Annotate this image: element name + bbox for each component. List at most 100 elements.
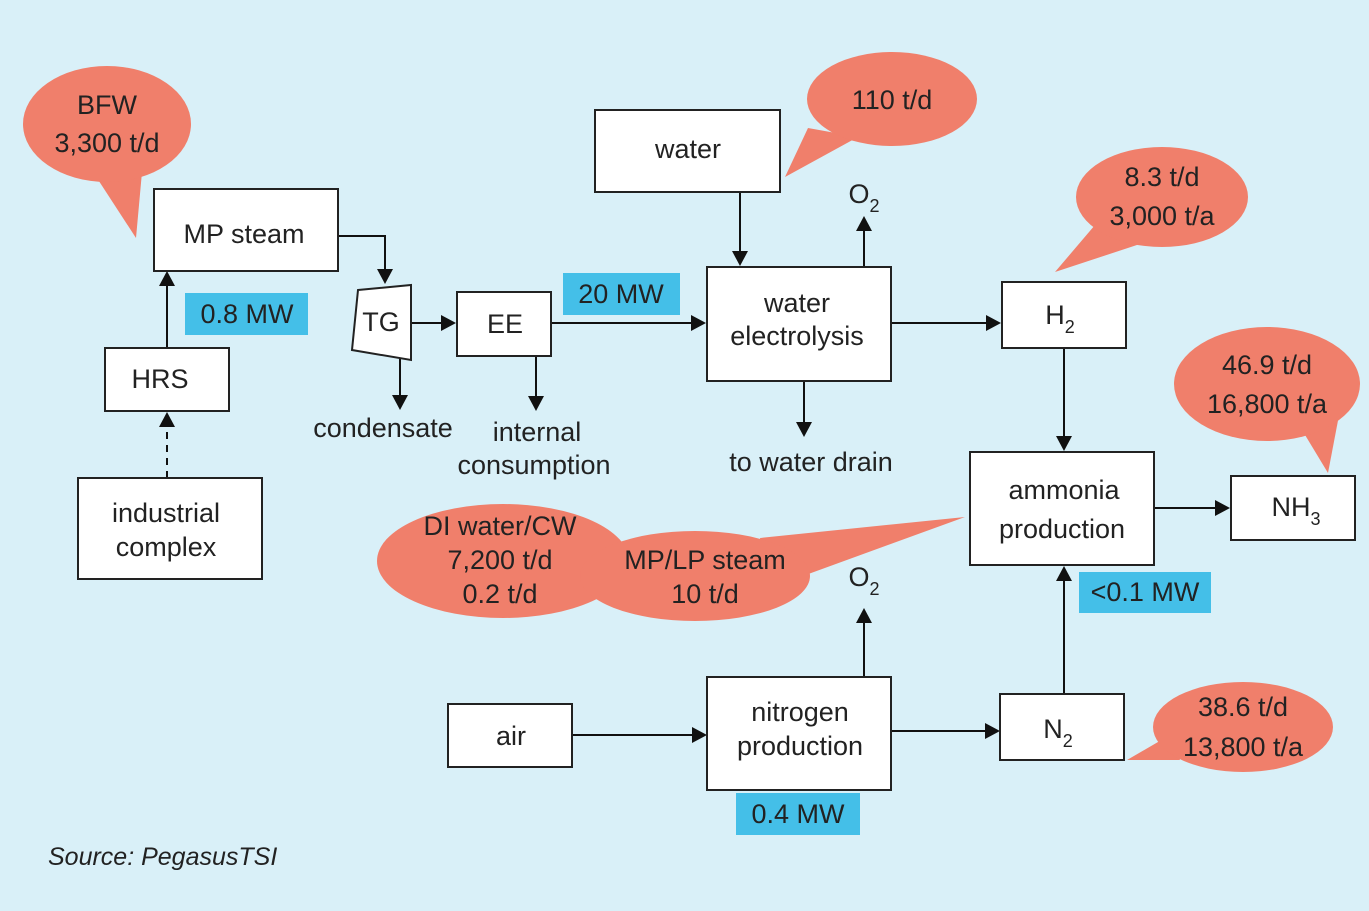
node-nitrogen-production: nitrogen production [706,676,892,791]
arrowhead-o2-bottom [856,608,872,623]
node-h2-label: H2 [1045,300,1075,337]
power-label-nitrogen-bg [736,793,860,835]
node-water-label: water [654,134,721,164]
node-industrial-complex: industrial complex [77,477,263,580]
callout-steam-line2: 10 t/d [671,579,739,609]
arrowhead-internal [528,396,544,411]
arrowhead-ee-left [441,315,456,331]
arrowhead-nitrogen-left [692,727,707,743]
node-h2-sub: 2 [1065,317,1075,337]
arrowhead-electrolysis-top [732,251,748,266]
node-mp-steam: MP steam [153,188,339,272]
output-o2-bottom: O2 [848,562,879,599]
node-air-label: air [496,721,526,751]
callout-water-body [807,52,977,146]
node-h2: H2 [1001,281,1127,349]
callout-bfw-line2: 3,300 t/d [54,128,159,158]
node-water: water [594,109,781,193]
arrowhead-hrs-bottom [159,412,175,427]
node-water-electrolysis-line2: electrolysis [730,321,864,351]
node-nh3: NH3 [1230,475,1356,541]
node-air: air [447,703,573,768]
node-ee-box [456,291,552,357]
callout-nh3-line2: 16,800 t/a [1207,389,1328,419]
callout-steam-tail [760,517,965,588]
callout-h2: 8.3 t/d 3,000 t/a [1055,147,1248,272]
node-h2-base: H [1045,300,1065,330]
node-industrial-complex-box [77,477,263,580]
power-label-hrs: 0.8 MW [185,293,308,335]
arrowhead-mpsteam-bottom [159,271,175,286]
power-label-ammonia-text: <0.1 MW [1091,577,1200,607]
power-label-ammonia-bg [1079,572,1211,613]
connector-mpsteam-tg [338,235,386,270]
node-hrs: HRS [104,347,230,412]
node-ammonia-production: ammonia production [969,451,1155,566]
callout-water-line1: 110 t/d [852,85,933,115]
node-n2-base: N [1043,714,1063,744]
node-industrial-complex-line1: industrial [112,498,220,528]
node-hrs-label: HRS [131,364,188,394]
node-mp-steam-box [153,188,339,272]
node-nitrogen-production-line1: nitrogen [751,697,849,727]
callout-h2-body [1076,147,1248,247]
node-industrial-complex-line2: complex [116,532,217,562]
power-label-nitrogen: 0.4 MW [736,793,860,835]
node-n2-sub: 2 [1063,731,1073,751]
arrowhead-electrolysis-left [691,315,706,331]
node-nh3-base: NH [1271,492,1310,522]
output-o2-top: O2 [848,179,879,216]
arrowhead-ammonia-top [1056,436,1072,451]
power-label-ee-bg [563,273,680,315]
arrowhead-condensate [392,395,408,410]
node-tg: TG [350,283,412,362]
callout-steam-line1: MP/LP steam [624,545,786,575]
node-n2-box [999,693,1125,761]
power-label-nitrogen-text: 0.4 MW [751,799,845,829]
arrowhead-o2-top [856,216,872,231]
output-o2-bottom-base: O [848,562,869,592]
callout-bfw-body [23,66,191,182]
node-water-electrolysis-line1: water [763,288,830,318]
node-tg-label: TG [362,307,400,337]
node-water-electrolysis: water electrolysis [706,266,892,382]
callout-nh3: 46.9 t/d 16,800 t/a [1174,327,1360,473]
callout-nh3-body [1174,327,1360,441]
callout-utilities-line1: DI water/CW [423,511,577,541]
callout-h2-line1: 8.3 t/d [1124,162,1199,192]
connectors [159,192,1230,743]
callout-water-tail [785,128,858,177]
output-o2-top-base: O [848,179,869,209]
callout-n2-body [1153,682,1333,772]
node-ammonia-production-line2: production [999,514,1125,544]
power-label-ee-text: 20 MW [578,279,664,309]
output-condensate: condensate [313,413,453,443]
node-air-box [447,703,573,768]
callout-nh3-line1: 46.9 t/d [1222,350,1312,380]
node-nh3-label: NH3 [1271,492,1320,529]
node-nitrogen-production-box [706,676,892,791]
callout-steam-body [580,531,810,621]
arrowhead-drain [796,422,812,437]
callout-n2-line2: 13,800 t/a [1183,732,1304,762]
node-ee-label: EE [487,309,523,339]
callout-bfw-line1: BFW [77,90,138,120]
node-h2-box [1001,281,1127,349]
node-ee: EE [456,291,552,357]
callout-utilities: DI water/CW 7,200 t/d 0.2 t/d [377,504,629,618]
callout-utilities-line3: 0.2 t/d [462,579,537,609]
power-label-ammonia: <0.1 MW [1079,572,1211,613]
callout-bfw-tail [95,172,142,238]
node-nh3-box [1230,475,1356,541]
callout-n2-line1: 38.6 t/d [1198,692,1288,722]
node-hrs-box [104,347,230,412]
node-nh3-sub: 3 [1310,509,1320,529]
arrowhead-n2-left [985,723,1000,739]
callout-utilities-body [377,504,629,618]
node-ammonia-production-line1: ammonia [1008,475,1120,505]
callout-n2: 38.6 t/d 13,800 t/a [1127,682,1333,772]
node-n2-label: N2 [1043,714,1073,751]
node-nitrogen-production-line2: production [737,731,863,761]
output-o2-bottom-sub: 2 [870,579,880,599]
